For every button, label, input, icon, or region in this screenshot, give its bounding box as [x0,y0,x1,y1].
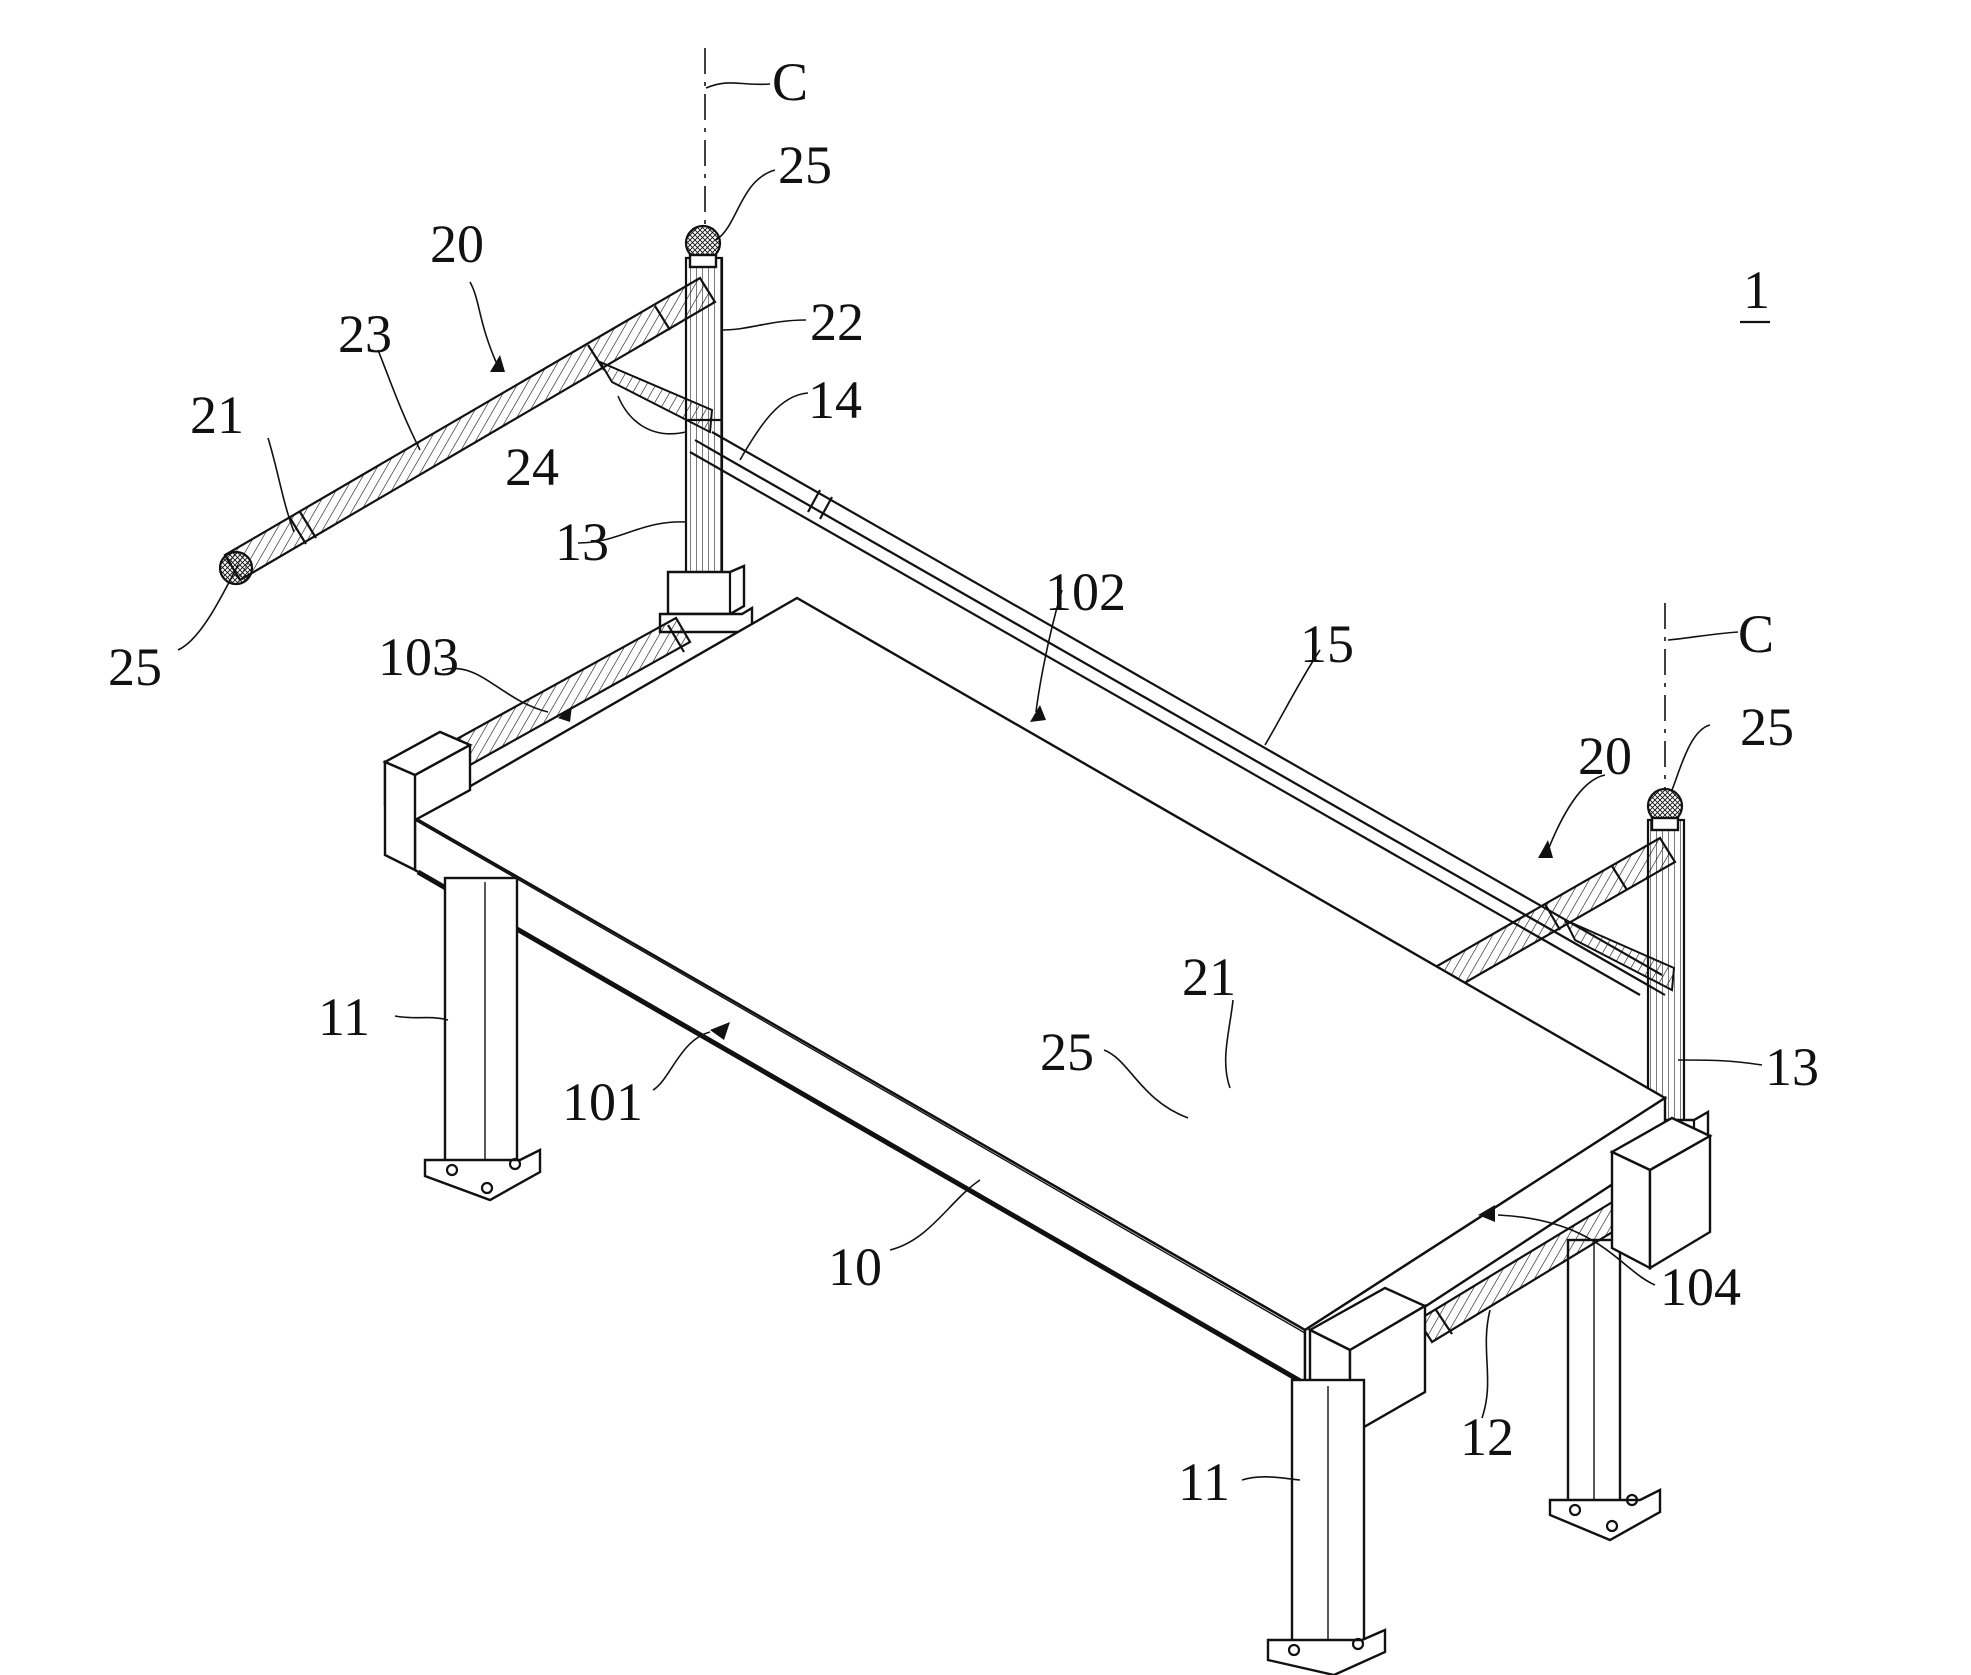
label-25-left-end: 25 [108,637,162,697]
arrow-20-left [490,355,505,372]
leg-front-left [423,876,542,1202]
end-block-left [382,730,473,872]
label-22: 22 [810,292,864,352]
label-24: 24 [505,437,559,497]
label-25-top-right: 25 [1740,697,1794,757]
label-axis-right: C [1738,604,1774,664]
label-13-left: 13 [555,512,609,572]
arrow-102 [1030,705,1046,722]
label-23: 23 [338,304,392,364]
leg-back-right [1548,1238,1662,1542]
label-25-top-left: 25 [778,135,832,195]
handle-assembly-left [218,224,754,634]
label-10: 10 [828,1237,882,1297]
arrow-103 [558,706,572,722]
label-20-left: 20 [430,214,484,274]
arrow-104 [1478,1205,1495,1222]
arrow-101 [710,1022,730,1040]
label-12: 12 [1460,1407,1514,1467]
leader-lines [177,82,1763,1481]
label-21-right: 21 [1182,947,1236,1007]
label-11-left: 11 [318,987,370,1047]
label-13-right: 13 [1765,1037,1819,1097]
label-104: 104 [1660,1257,1741,1317]
label-21-left: 21 [190,385,244,445]
figure-number: 1 [1743,260,1770,320]
label-11-right: 11 [1178,1452,1230,1512]
label-102: 102 [1045,562,1126,622]
label-101: 101 [562,1072,643,1132]
label-14: 14 [808,370,862,430]
leg-front-right [1266,1378,1387,1675]
label-axis-left: C [772,52,808,112]
label-103: 103 [378,627,459,687]
label-25-right-end: 25 [1040,1022,1094,1082]
label-15: 15 [1300,614,1354,674]
end-block-right [1609,1116,1713,1271]
label-20-right: 20 [1578,726,1632,786]
arrow-20-right [1538,840,1553,858]
